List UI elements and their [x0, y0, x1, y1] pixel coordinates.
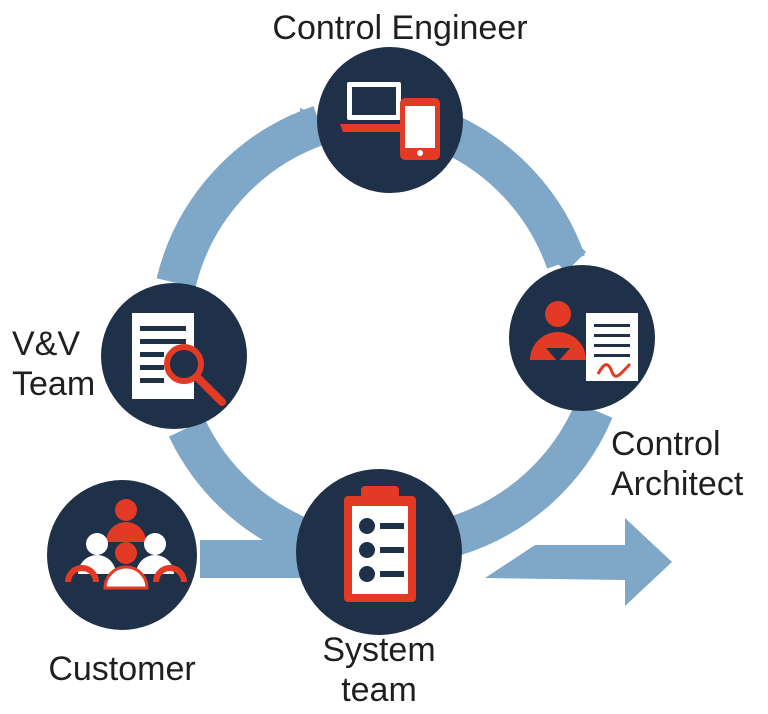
customer-label-text: Customer — [48, 650, 196, 688]
node-system-team — [296, 469, 462, 635]
node-control-engineer — [317, 47, 463, 193]
clipboard-checklist-icon — [344, 486, 416, 602]
ring-arc-bottom-right — [448, 401, 613, 556]
group-people-icon — [65, 499, 187, 590]
control-architect-label-line1: Control — [611, 425, 721, 463]
customer-label: Customer — [22, 649, 222, 689]
system-team-label: System team — [279, 630, 479, 710]
document-magnifier-icon — [132, 313, 226, 406]
node-control-architect — [509, 265, 655, 411]
system-team-label-line2: team — [341, 671, 417, 709]
flow-arrow-right — [485, 518, 672, 606]
control-engineer-label-text: Control Engineer — [272, 9, 528, 47]
control-engineer-label: Control Engineer — [0, 8, 768, 48]
laptop-tablet-icon — [340, 82, 440, 160]
flow-bar-left — [200, 540, 310, 578]
node-customer — [47, 480, 197, 630]
node-vv-team — [101, 283, 247, 429]
control-architect-label: Control Architect — [611, 424, 743, 504]
flow-arrow — [200, 518, 672, 606]
ring-arc-top-right — [439, 114, 585, 269]
vv-team-label-line2: Team — [12, 365, 96, 403]
control-architect-label-line2: Architect — [611, 465, 744, 503]
system-team-label-line1: System — [322, 631, 436, 669]
vv-team-label-line1: V&V — [12, 325, 81, 363]
ring-arc-top-left — [156, 106, 327, 289]
ring-arc-bottom-left — [168, 419, 316, 559]
ring-chevron-right — [546, 232, 586, 272]
person-document-icon — [530, 301, 638, 381]
vv-team-label: V&V Team — [12, 324, 95, 404]
